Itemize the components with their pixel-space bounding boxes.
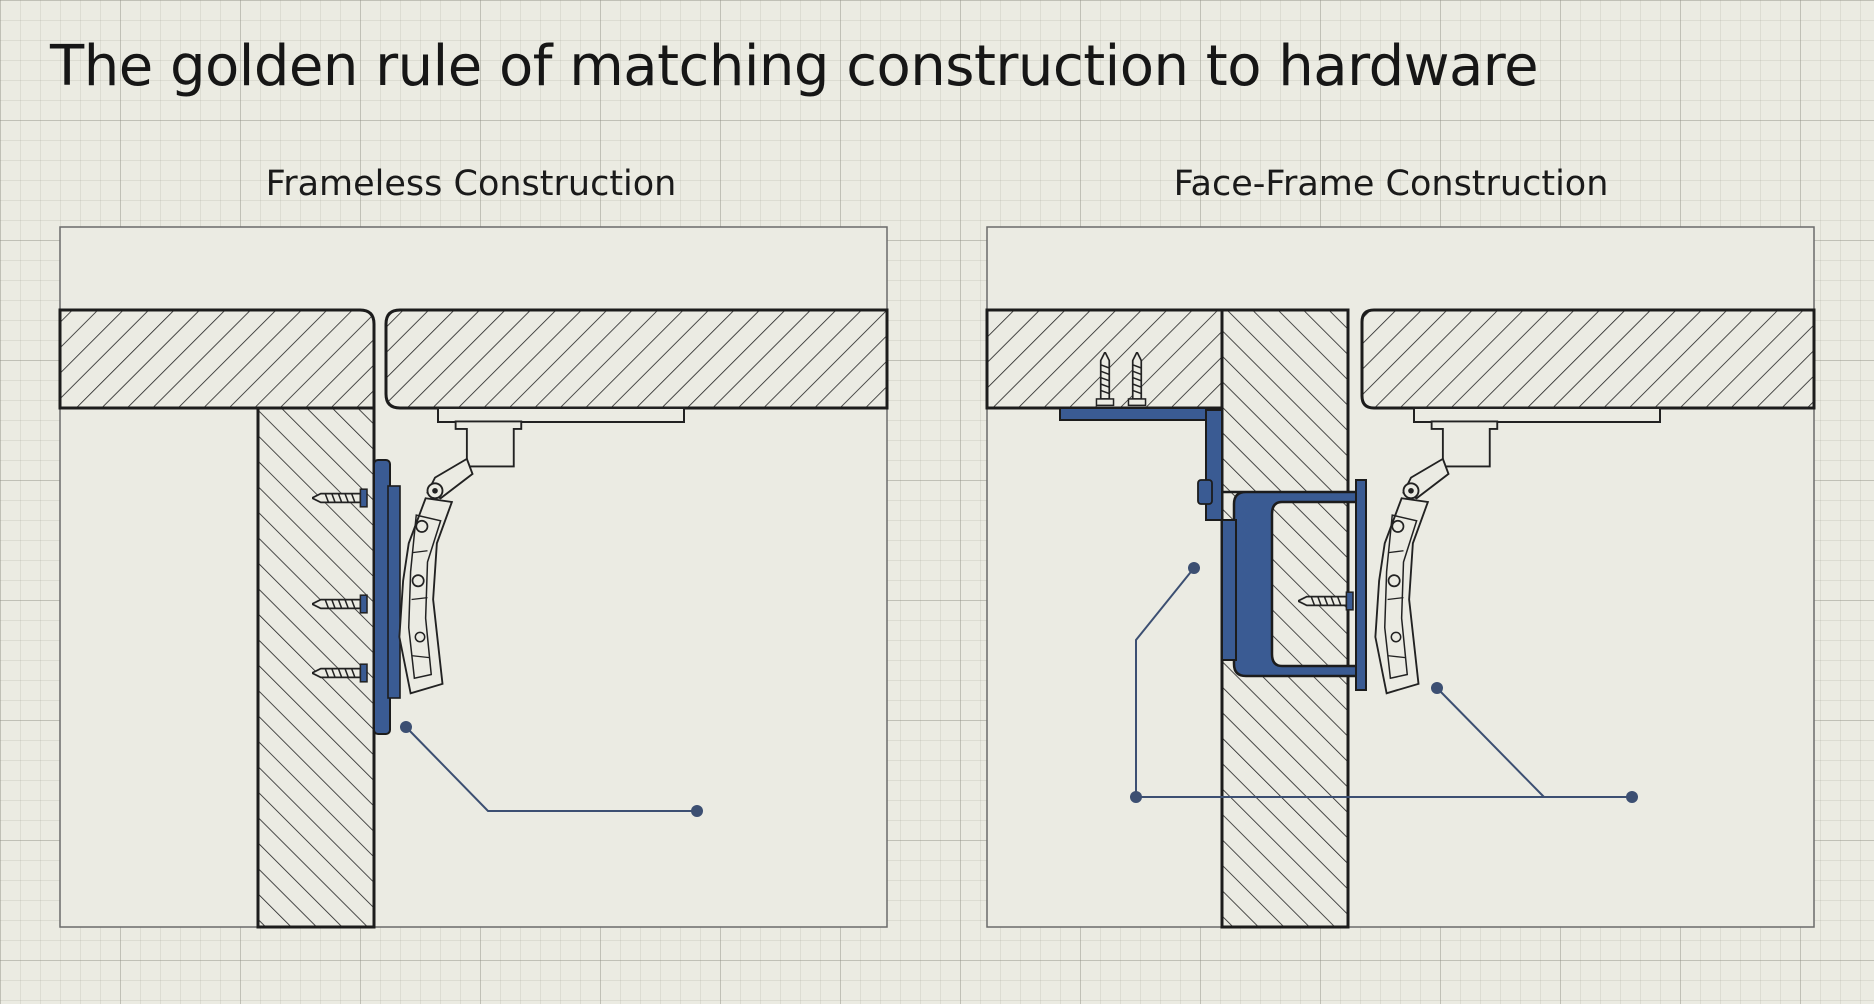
cabinet-top-panel [58, 308, 376, 410]
page-title: The golden rule of matching construction… [50, 34, 1539, 99]
l-bracket [1059, 407, 1223, 421]
leader-line [405, 726, 697, 812]
leader-dot [691, 805, 703, 817]
leader-dot [1130, 791, 1142, 803]
leader-line [1135, 567, 1632, 798]
face-frame-plate-icon [1222, 490, 1362, 678]
door-panel [384, 308, 889, 410]
door-panel [1360, 308, 1816, 410]
panel-title-face-frame: Face-Frame Construction [1173, 164, 1609, 204]
frameless-panel [58, 226, 889, 929]
cabinet-side-panel [256, 406, 376, 929]
leader-dot [1626, 791, 1638, 803]
leader-line [1436, 687, 1545, 798]
face-frame-panel [985, 226, 1816, 929]
panel-title-frameless: Frameless Construction [265, 164, 677, 204]
